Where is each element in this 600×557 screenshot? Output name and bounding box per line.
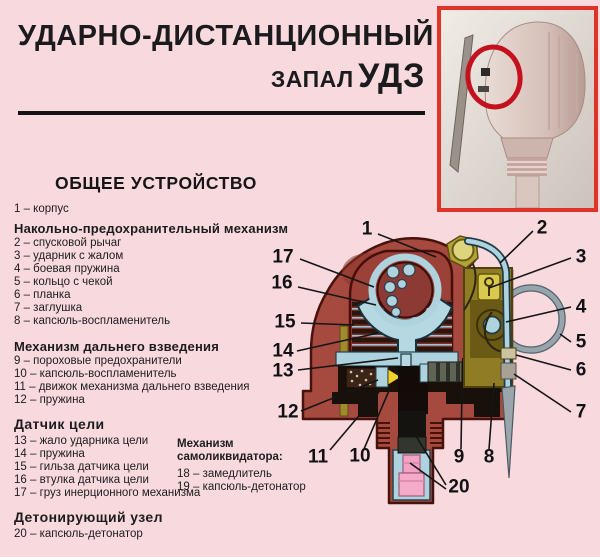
- title-rule: [18, 111, 425, 115]
- group-heading-target-sensor: Датчик цели: [14, 416, 105, 432]
- safety-pin-icon: [501, 385, 516, 479]
- callout-10: 10: [349, 445, 371, 467]
- callout-12: 12: [277, 401, 299, 423]
- flange-step-right: [446, 392, 500, 417]
- photo-stem: [515, 175, 540, 209]
- photo-collar: [500, 137, 554, 159]
- part-item-14: 14 – пружина: [14, 448, 85, 460]
- part-item-1: 1 – корпус: [14, 203, 69, 215]
- planka-plate: [500, 347, 517, 360]
- part-item-10: 10 – капсюль-воспламенитель: [14, 368, 177, 380]
- part-item-4: 4 – боевая пружина: [14, 263, 120, 275]
- fuse-photo: [441, 10, 594, 209]
- part-item-15: 15 – гильза датчика цели: [14, 461, 149, 473]
- photo-pull-ring-icon: [465, 44, 523, 110]
- slider-collar: [419, 363, 429, 383]
- stem-column: [398, 392, 428, 414]
- igniter-capsule-left: [387, 368, 402, 386]
- part-item-13: 13 – жало ударника цели: [14, 435, 149, 447]
- callout-20: 20: [448, 476, 470, 498]
- detonator-capsule: [398, 454, 425, 497]
- callout-14: 14: [272, 340, 294, 362]
- callout-7: 7: [575, 401, 587, 423]
- group-heading-self-liquidator: Механизм самоликвидатора:: [177, 438, 283, 463]
- callout-16: 16: [271, 272, 293, 294]
- callout-13: 13: [272, 360, 294, 382]
- trigger-lever: [464, 237, 512, 404]
- callout-1: 1: [361, 218, 373, 240]
- part-item-7: 7 – заглушка: [14, 302, 83, 314]
- part-item-5: 5 – кольцо с чекой: [14, 276, 113, 288]
- callout-11: 11: [307, 446, 329, 468]
- powder-speckles-icon: [349, 369, 373, 387]
- leader-lines: [296, 230, 572, 490]
- delay-cylinder: [398, 411, 426, 437]
- part-item-17: 17 – груз инерционного механизма: [14, 487, 201, 499]
- group-heading-safety-mechanism: Накольно-предохранительный механизм: [14, 221, 289, 236]
- slider-spring: [375, 366, 389, 388]
- part-item-12: 12 – пружина: [14, 394, 85, 406]
- self-liquidator-group: Механизм самоликвидатора: 18 – замедлите…: [177, 438, 306, 494]
- group-heading-detonating-unit: Детонирующий узел: [14, 509, 163, 525]
- part-item-11: 11 – движок механизма дальнего взведения: [14, 381, 250, 393]
- callout-2: 2: [536, 217, 548, 239]
- callout-6: 6: [575, 359, 587, 381]
- part-item-8: 8 – капсюль-воспламенитель: [14, 315, 171, 327]
- part-item-20: 20 – капсюль-детонатор: [14, 528, 143, 540]
- overview-heading: ОБЩЕЕ УСТРОЙСТВО: [55, 173, 257, 193]
- sensor-sleeve: [368, 253, 442, 327]
- callout-5: 5: [575, 331, 587, 353]
- parts-list: 1 – корпус Накольно-предохранительный ме…: [14, 203, 364, 541]
- callout-8: 8: [483, 446, 495, 468]
- ball-bearings-icon: [383, 263, 416, 318]
- title-word-udz: УДЗ: [358, 57, 425, 95]
- part-item-19: 19 – капсюль-детонатор: [177, 481, 306, 493]
- photo-head-ribs-icon: [548, 32, 578, 130]
- part-item-16: 16 – втулка датчика цели: [14, 474, 149, 486]
- page-title: УДАРНО-ДИСТАНЦИОННЫЙ ЗАПАЛ УДЗ: [18, 19, 434, 115]
- callout-17: 17: [272, 246, 294, 268]
- group-heading-remote-arming: Механизм дальнего взведения: [14, 339, 219, 354]
- part-item-2: 2 – спусковой рычаг: [14, 237, 122, 249]
- photo-pin-detail2: [478, 86, 489, 92]
- photo-pin-detail: [481, 68, 490, 76]
- part-item-6: 6 – планка: [14, 289, 71, 301]
- title-word-zapal: ЗАПАЛ: [270, 66, 354, 92]
- neck-threads-icon: [377, 422, 443, 444]
- callout-3: 3: [575, 246, 587, 268]
- fuse-photo-frame: [437, 6, 598, 212]
- part-item-3: 3 – ударник с жалом: [14, 250, 124, 262]
- callout-9: 9: [453, 446, 465, 468]
- flange-step-left: [332, 392, 378, 417]
- title-line1: УДАРНО-ДИСТАНЦИОННЫЙ: [18, 20, 434, 52]
- callout-4: 4: [575, 296, 587, 318]
- plug: [500, 362, 517, 380]
- part-item-9: 9 – пороховые предохранители: [14, 355, 182, 367]
- callout-15: 15: [274, 311, 296, 333]
- photo-fuse-head: [484, 21, 586, 139]
- part-item-18: 18 – замедлитель: [177, 468, 272, 480]
- title-line2: ЗАПАЛ УДЗ: [18, 56, 425, 103]
